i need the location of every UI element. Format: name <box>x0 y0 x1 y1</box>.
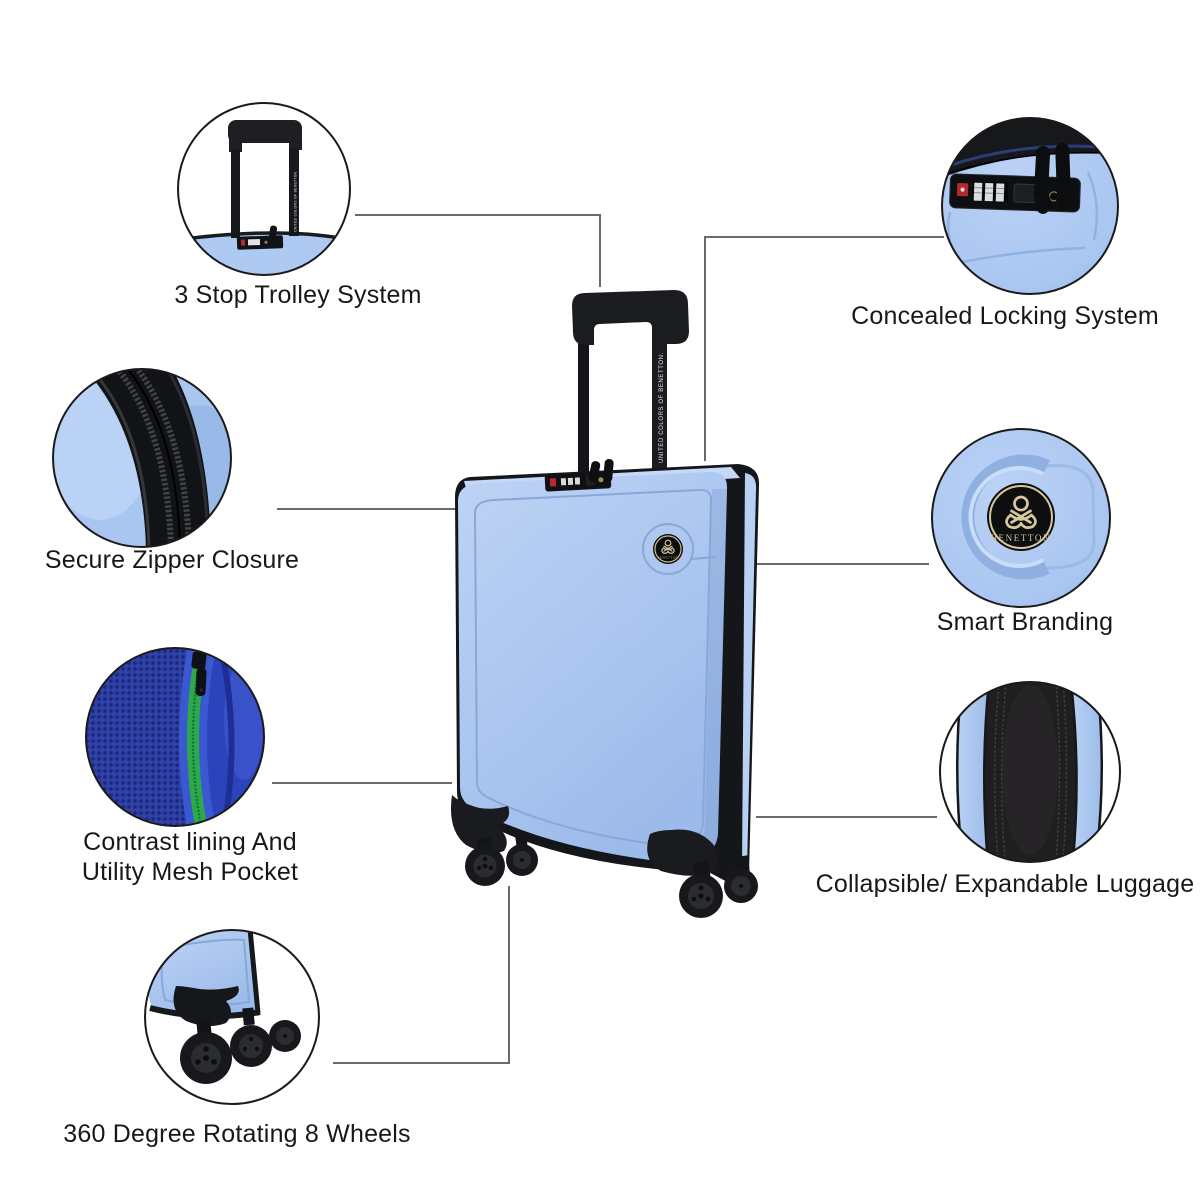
suitcase-illustration: UNITED COLORS OF BENETTON. <box>450 290 760 918</box>
suitcase-wheels <box>465 833 758 918</box>
feature-circle-wheels <box>144 929 320 1105</box>
suitcase-back-shell <box>738 473 757 876</box>
trolley-tube-text: UNITED COLORS OF BENETTON. <box>659 352 665 463</box>
c7-wheel-back <box>269 1020 301 1052</box>
c2-outline <box>941 117 1119 295</box>
c5-mesh-panel <box>86 648 204 826</box>
feature-label-mesh-line2: Utility Mesh Pocket <box>81 858 299 886</box>
trolley-handle <box>572 290 689 345</box>
leader-locking <box>704 236 944 461</box>
feature-circle-expandable <box>939 681 1121 863</box>
c2-seam <box>942 151 1105 177</box>
c7-corner-guard <box>173 986 239 1027</box>
c1-tube-text: UNITED COLORS OF BENETTON. <box>294 170 298 232</box>
c7-wheel-front <box>180 1032 232 1084</box>
suitcase-zipper-pulls <box>588 459 614 483</box>
feature-circle-branding: BENETTON <box>931 428 1111 608</box>
trolley-tube-right <box>652 338 667 470</box>
c4-molding-highlight <box>968 466 1044 568</box>
c5-zipper-pull <box>191 651 207 697</box>
feature-label-branding: Smart Branding <box>937 607 1114 637</box>
wheel <box>506 844 538 876</box>
feature-circle-zipper <box>52 368 232 548</box>
c3-zipper-teeth-left <box>114 369 174 547</box>
leader-trolley <box>355 214 601 287</box>
c5-zipper-seam <box>191 651 203 826</box>
suitcase-badge-groove <box>642 523 694 575</box>
suitcase-front-panel-shadow <box>688 489 727 856</box>
feature-label-wheels-text: 360 Degree Rotating 8 Wheels <box>63 1120 411 1148</box>
c7-wheel-middle <box>230 1025 272 1067</box>
leader-lines <box>272 214 944 1064</box>
trolley-tube-left <box>578 340 589 474</box>
c3-band-edge-left <box>90 369 151 547</box>
suitcase-front-groove <box>473 488 713 847</box>
wheel <box>679 874 723 918</box>
suitcase-groove-tab <box>690 556 717 560</box>
wheel <box>465 846 505 886</box>
feature-label-zipper: Secure Zipper Closure <box>45 545 299 575</box>
c6-shell-left <box>957 682 989 862</box>
feature-circle-locking <box>941 117 1119 295</box>
c7-zipper-edge <box>247 930 261 1014</box>
c4-badge-text: BENETTON <box>991 533 1051 543</box>
c7-outline <box>144 929 320 1105</box>
c1-case-rim <box>178 231 341 242</box>
feature-label-trolley-text: 3 Stop Trolley System <box>174 281 422 309</box>
c3-zipper-teeth-right <box>133 369 192 547</box>
feature-label-mesh-line1: Contrast lining And <box>83 828 297 856</box>
c3-zipper-band <box>84 369 211 547</box>
feature-label-locking-text: Concealed Locking System <box>851 302 1159 330</box>
leader-wheels <box>333 886 510 1064</box>
feature-label-zipper-text: Secure Zipper Closure <box>44 546 300 574</box>
c1-lock <box>236 225 284 250</box>
c2-zipper-pulls <box>1033 143 1072 214</box>
c5-fabric-fold <box>221 661 235 816</box>
feature-label-mesh: Contrast lining And Utility Mesh Pocket <box>82 827 298 887</box>
wheel <box>724 869 758 903</box>
c6-outline <box>939 681 1121 863</box>
feature-label-wheels: 360 Degree Rotating 8 Wheels <box>63 1119 410 1149</box>
feature-circle-mesh <box>85 647 265 827</box>
feature-label-expandable: Collapsible/ Expandable Luggage <box>816 869 1195 899</box>
feature-label-branding-text: Smart Branding <box>936 608 1114 636</box>
c3-zipper-seam <box>126 369 181 547</box>
c2-zipper-line <box>947 144 1101 168</box>
c6-shell-right <box>1071 682 1102 860</box>
c4-molding-arc <box>961 454 1050 580</box>
c3-outline <box>52 368 232 548</box>
feature-label-locking: Concealed Locking System <box>851 301 1159 331</box>
feature-label-trolley: 3 Stop Trolley System <box>174 280 421 310</box>
c4-outline <box>931 428 1111 608</box>
suitcase-brand-badge: BENETTON <box>653 534 683 564</box>
c4-molding-tab <box>1046 464 1096 570</box>
suitcase-front-panel <box>458 471 728 862</box>
c6-gusset-mottle <box>1002 685 1058 855</box>
feature-label-expandable-text: Collapsible/ Expandable Luggage <box>815 870 1195 898</box>
c5-outline <box>85 647 265 827</box>
c7-fork-right <box>242 1007 255 1026</box>
c1-outline <box>177 102 351 276</box>
suitcase-badge-text: BENETTON <box>657 556 679 560</box>
c4-brand-badge: BENETTON <box>987 483 1055 551</box>
suitcase-lock <box>544 471 612 492</box>
corner-guard-left <box>450 795 510 853</box>
feature-circle-trolley: UNITED COLORS OF BENETTON. <box>177 102 351 276</box>
c1-trolley-handle: UNITED COLORS OF BENETTON. <box>228 120 302 238</box>
